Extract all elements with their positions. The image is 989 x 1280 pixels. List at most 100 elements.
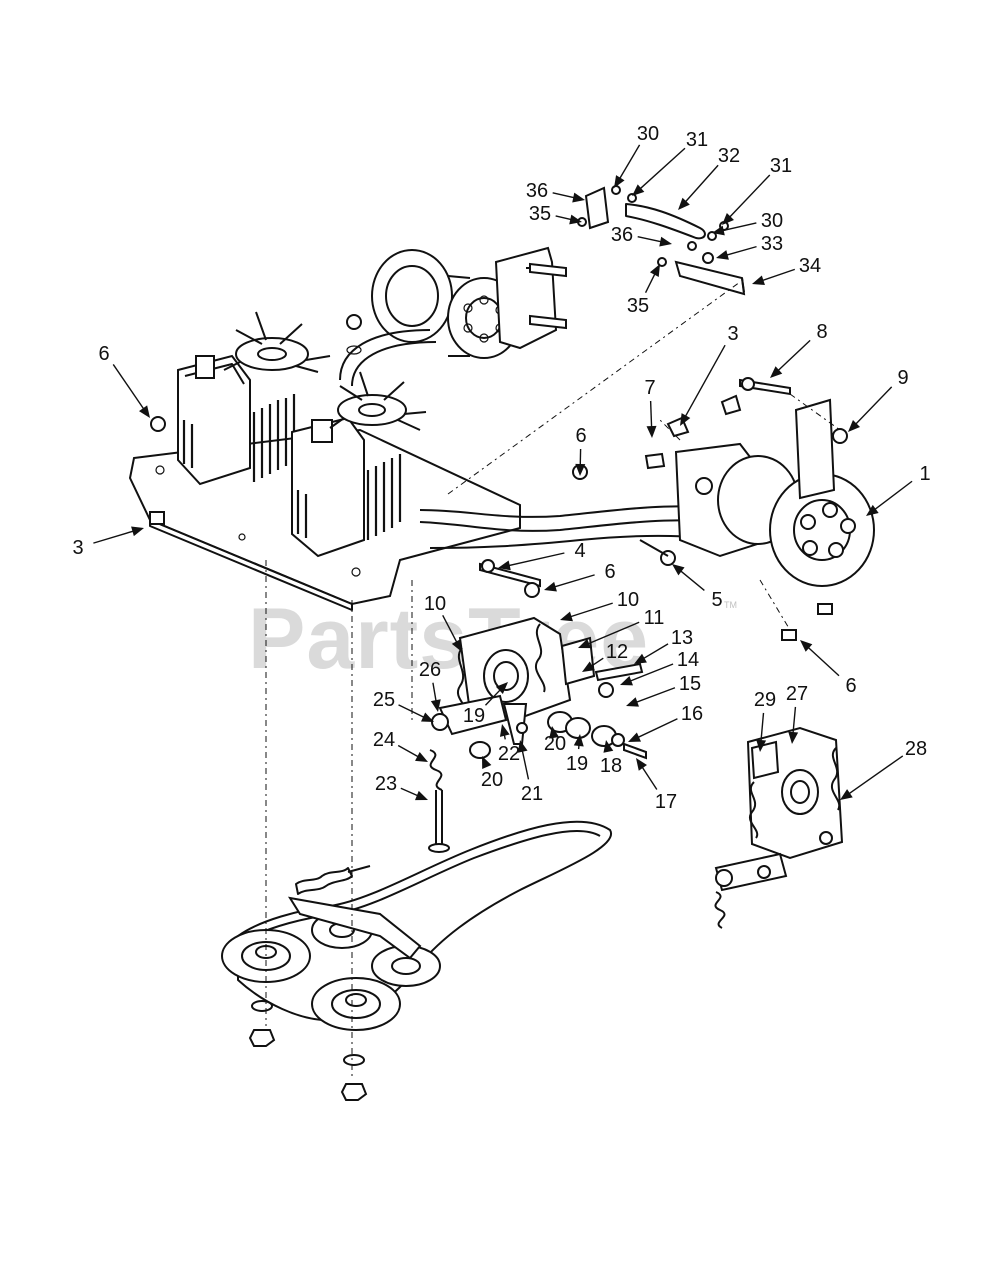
callout-11: 11 [578,607,664,649]
callout-arrowhead [680,413,691,426]
callout-arrowhead [800,640,813,652]
callout-26: 26 [419,659,441,712]
callout-arrowhead [517,740,528,753]
callout-30: 30 [712,210,783,236]
callout-label: 22 [498,743,520,765]
callout-label: 25 [373,689,395,711]
callout-24: 24 [373,729,428,762]
callout-7: 7 [644,377,657,438]
callout-label: 1 [919,463,930,485]
callout-label: 15 [679,673,701,695]
callout-arrowhead [451,639,462,652]
callout-label: 20 [481,769,503,791]
hydro-pump-right [291,416,402,558]
callout-label: 32 [718,145,740,167]
callout-arrowhead [646,425,657,438]
callout-35: 35 [529,203,582,225]
callout-leader-line [717,222,757,233]
callout-label: 12 [606,641,628,663]
callout-27: 27 [786,683,808,744]
callout-19: 19 [463,682,508,727]
callout-leader-line [851,386,893,429]
callout-arrowhead [430,699,441,712]
callout-arrowhead [634,653,647,664]
assembly-centerlines [265,281,841,1080]
callout-arrowhead [131,526,144,537]
callout-3: 3 [680,323,739,426]
callout-22: 22 [498,724,520,765]
callout-label: 30 [637,123,659,145]
callout-3: 3 [72,526,144,559]
cooling-fan-right [329,371,427,431]
callout-label: 13 [671,627,693,649]
callout-label: 19 [463,705,485,727]
callout-18: 18 [600,740,622,777]
callout-label: 10 [617,589,639,611]
callout-16: 16 [628,703,703,742]
callout-arrowhead [549,726,560,739]
callout-label: 6 [604,561,615,583]
callout-label: 31 [770,155,792,177]
callout-leader-line [682,344,726,422]
callout-36: 36 [611,224,672,247]
callout-arrowhead [716,250,729,260]
callout-arrowhead [569,214,582,225]
callout-5: 5 [672,564,723,611]
drive-belt-pulleys [221,820,613,1101]
callout-leader-line [636,147,686,193]
callout-arrowhead [499,724,510,737]
callout-label: 4 [574,540,585,562]
callout-label: 26 [419,659,441,681]
callout-label: 27 [786,683,808,705]
callout-arrowhead [636,758,647,771]
callout-label: 36 [611,224,633,246]
callout-leader-line [112,364,148,414]
callout-leader-line [633,718,678,741]
callout-arrowhead [752,275,765,286]
callout-leader-line [565,602,613,619]
callout-label: 31 [686,129,708,151]
callout-arrowhead [626,697,639,707]
callout-leader-line [725,174,771,222]
callout-arrowhead [628,732,641,742]
callout-label: 5 [711,589,722,611]
callout-arrowhead [672,564,685,576]
callout-label: 30 [761,210,783,232]
callout-arrowhead [421,712,434,722]
callout-arrowhead [603,740,614,753]
callout-9: 9 [848,367,909,432]
callout-arrowhead [482,756,492,769]
callout-label: 29 [754,689,776,711]
callout-leader-line [549,574,595,590]
callout-label: 28 [905,738,927,760]
callout-arrowhead [495,682,508,694]
callout-arrowhead [573,734,584,747]
callout-label: 35 [627,295,649,317]
callout-17: 17 [636,758,677,813]
callout-label: 8 [816,321,827,343]
callout-arrowhead [756,739,767,752]
callout-6: 6 [98,343,150,418]
callout-33: 33 [716,233,783,260]
callout-label: 36 [526,180,548,202]
callout-30: 30 [614,123,659,188]
callout-label: 9 [897,367,908,389]
callout-leader-line [616,144,641,184]
callout-23: 23 [375,773,428,801]
callout-12: 12 [582,641,628,672]
watermark-trademark: TM [724,600,737,610]
callout-28: 28 [840,738,927,800]
callout-6: 6 [544,561,616,592]
callout-leader-line [681,164,719,207]
callout-arrowhead [578,638,591,649]
callout-arrowhead [840,789,853,800]
callout-arrowhead [572,192,585,203]
callout-arrowhead [678,197,690,210]
idler-tensioner-assembly [428,616,647,853]
callout-arrowhead [722,212,734,225]
callout-label: 6 [845,675,856,697]
callout-leader-line [804,643,840,677]
callout-arrowhead [560,611,573,622]
callout-arrowhead [866,504,879,516]
callout-label: 17 [655,791,677,813]
